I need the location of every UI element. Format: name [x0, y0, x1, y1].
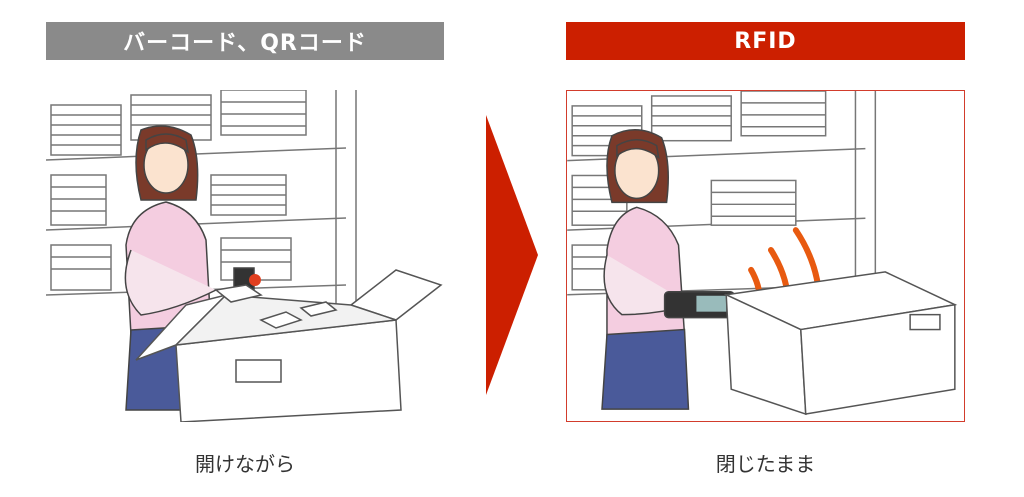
- barcode-scan-illustration: [46, 90, 444, 422]
- rfid-heading: RFID: [566, 22, 965, 60]
- closed-box: [723, 271, 958, 416]
- rfid-scene-svg: [567, 91, 958, 416]
- barcode-caption: 開けながら: [195, 452, 295, 476]
- stack-icon: [50, 244, 112, 291]
- stack-icon: [50, 104, 122, 156]
- stack-icon: [650, 95, 732, 142]
- rfid-heading-text: RFID: [734, 28, 797, 54]
- barcode-scene-svg: [46, 90, 443, 422]
- stack-icon: [50, 174, 107, 226]
- stack-icon: [210, 174, 287, 216]
- stack-icon: [220, 237, 292, 281]
- rfid-caption: 閉じたまま: [715, 452, 816, 476]
- worker-figure: [601, 129, 735, 410]
- stack-icon: [740, 91, 827, 137]
- rfid-scan-illustration: [566, 90, 965, 422]
- barcode-qr-heading-text: バーコード、QRコード: [123, 31, 367, 56]
- stack-icon: [710, 179, 797, 226]
- right-triangle-arrow-icon: [486, 115, 538, 395]
- stack-icon: [220, 90, 307, 136]
- open-box: [135, 269, 443, 422]
- barcode-qr-heading: バーコード、QRコード: [46, 22, 444, 60]
